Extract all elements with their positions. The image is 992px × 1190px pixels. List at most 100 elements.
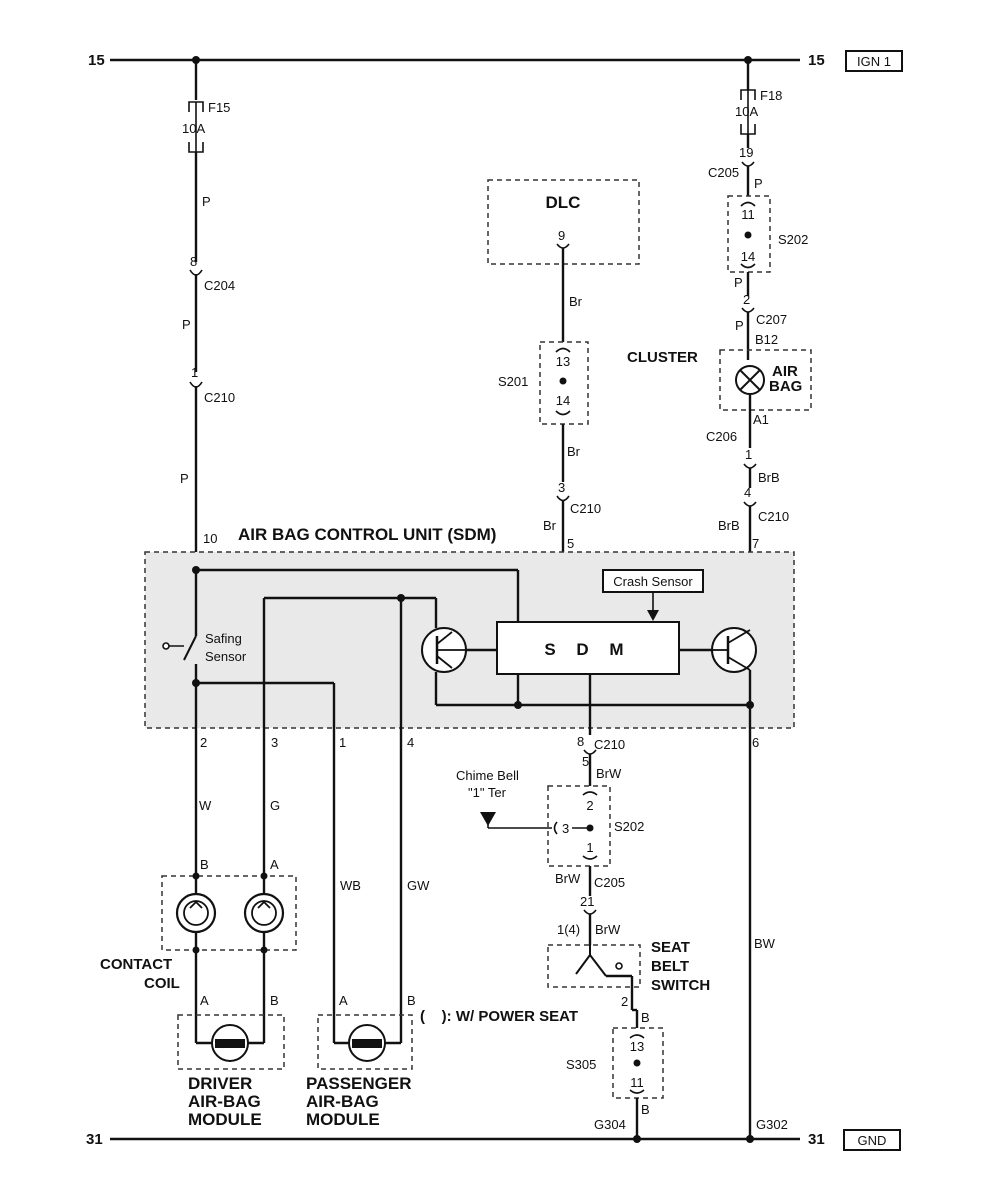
fuse-f15-name: F15 bbox=[208, 100, 230, 115]
contact-coil-pin-top-right: A bbox=[270, 857, 279, 872]
wire-color-p-1: P bbox=[202, 194, 211, 209]
wire-color-br-1: Br bbox=[569, 294, 583, 309]
s305-cup-2 bbox=[629, 1089, 645, 1094]
driver-module-line1: DRIVER bbox=[188, 1074, 252, 1093]
safing-label-line2: Sensor bbox=[205, 649, 247, 664]
passenger-module-line2: AIR-BAG bbox=[306, 1092, 379, 1111]
wire-color-brw-1: BrW bbox=[596, 766, 622, 781]
gnd-tag-label: GND bbox=[858, 1133, 887, 1148]
rail-top-left-number: 15 bbox=[88, 52, 105, 69]
seat-belt-switch-box bbox=[547, 944, 641, 988]
passenger-module-line1: PASSENGER bbox=[306, 1074, 412, 1093]
wire-color-p-3: P bbox=[180, 471, 189, 486]
seat-belt-pin-top: 1(4) bbox=[557, 922, 580, 937]
cluster-lamp-line2: BAG bbox=[769, 378, 802, 395]
rail-bottom-right-number: 31 bbox=[808, 1131, 825, 1148]
ground-g304: G304 bbox=[594, 1117, 626, 1132]
s202-top-splice-dot bbox=[744, 231, 752, 239]
passenger-airbag-icon bbox=[348, 1024, 386, 1062]
contact-coil-label-1: CONTACT bbox=[100, 956, 172, 973]
s202-bottom-box bbox=[547, 785, 611, 867]
dlc-label: DLC bbox=[546, 193, 581, 212]
c210-dlc-connector-symbol bbox=[556, 495, 570, 502]
wire-color-br-2: Br bbox=[567, 444, 581, 459]
c210-pin-5: 5 bbox=[582, 754, 589, 769]
s305-pin-1: 13 bbox=[630, 1039, 644, 1054]
s202-bottom-pin-3: 1 bbox=[586, 840, 593, 855]
wire-color-p-5: P bbox=[734, 275, 743, 290]
contact-coil-pin-bot-right: B bbox=[270, 993, 279, 1008]
sdm-pin-7: 7 bbox=[752, 536, 759, 551]
s202-top-pin-2: 14 bbox=[741, 249, 755, 264]
crash-sensor-label: Crash Sensor bbox=[613, 574, 693, 589]
sdm-junction-ground-1 bbox=[514, 701, 522, 709]
wire-color-brb-2: BrB bbox=[718, 518, 740, 533]
c210-label-bottom: C210 bbox=[594, 737, 625, 752]
s201-bottom-cup bbox=[555, 410, 571, 416]
c206-pin: 1 bbox=[745, 447, 752, 462]
rail-top-right-number: 15 bbox=[808, 52, 825, 69]
c207-label: C207 bbox=[756, 312, 787, 327]
s305-pin-2: 11 bbox=[630, 1075, 644, 1090]
crash-sensor-arrow-icon bbox=[647, 610, 659, 621]
c206-label: C206 bbox=[706, 429, 737, 444]
driver-airbag-icon bbox=[211, 1024, 249, 1062]
driver-module-line2: AIR-BAG bbox=[188, 1092, 261, 1111]
safing-label-line1: Safing bbox=[205, 631, 242, 646]
contact-coil-box bbox=[161, 875, 297, 951]
ground-g302: G302 bbox=[756, 1117, 788, 1132]
driver-module-box bbox=[177, 1014, 285, 1070]
rail-bottom-left-number: 31 bbox=[86, 1131, 103, 1148]
wire-color-b-2: B bbox=[641, 1102, 650, 1117]
c210-pin-left: 1 bbox=[191, 365, 198, 380]
c204-label: C204 bbox=[204, 278, 235, 293]
contact-coil-dot-3 bbox=[192, 946, 200, 954]
c207-pin: 2 bbox=[743, 292, 750, 307]
wire-color-b-1: B bbox=[641, 1010, 650, 1025]
gnd-tag bbox=[843, 1129, 901, 1151]
s305-splice-dot bbox=[633, 1059, 641, 1067]
s305-cup-1 bbox=[629, 1034, 645, 1039]
contact-coil-dot-4 bbox=[260, 946, 268, 954]
c205-pin-bottom: 21 bbox=[580, 894, 594, 909]
passenger-module-line3: MODULE bbox=[306, 1110, 380, 1129]
wire-color-brb-1: BrB bbox=[758, 470, 780, 485]
s305-label: S305 bbox=[566, 1057, 596, 1072]
cluster-lamp-line1: AIR bbox=[772, 363, 798, 380]
left-transistor-icon bbox=[421, 627, 467, 673]
fuse-f18-rating: 10A bbox=[735, 104, 758, 119]
c210-pin-right: 4 bbox=[744, 485, 751, 500]
sdm-core-label: S D M bbox=[544, 640, 631, 659]
ign1-tag-label: IGN 1 bbox=[857, 54, 891, 69]
sdm-pin-4: 4 bbox=[407, 735, 414, 750]
passenger-module-pin-left: A bbox=[339, 993, 348, 1008]
wire-color-br-3: Br bbox=[543, 518, 557, 533]
fuse-f15-rating: 10A bbox=[182, 121, 205, 136]
sdm-core-box bbox=[496, 621, 680, 675]
wire-color-g: G bbox=[270, 798, 280, 813]
wire-color-brw-2: BrW bbox=[555, 871, 581, 886]
s202-top-cup-1 bbox=[740, 201, 756, 207]
cluster-box bbox=[719, 349, 812, 411]
s201-pin-top: 13 bbox=[556, 354, 570, 369]
safing-sensor-switch-icon bbox=[162, 635, 197, 661]
contact-coil-right-icon bbox=[243, 892, 285, 934]
s201-top-cup bbox=[555, 347, 571, 353]
seat-belt-line2: BELT bbox=[651, 958, 689, 975]
air-bag-lamp-icon bbox=[735, 365, 765, 395]
sdm-pin-5: 5 bbox=[567, 536, 574, 551]
c205-top-connector-symbol bbox=[741, 161, 755, 167]
wire-color-bw: BW bbox=[754, 936, 776, 951]
s202-bottom-pin-1: 2 bbox=[586, 798, 593, 813]
c206-connector-symbol bbox=[743, 463, 757, 469]
wire-color-p-4: P bbox=[754, 176, 763, 191]
wire-color-brw-3: BrW bbox=[595, 922, 621, 937]
s202-bottom-cup-side bbox=[553, 821, 558, 835]
contact-coil-dot-2 bbox=[260, 872, 268, 880]
wire-color-gw: GW bbox=[407, 878, 430, 893]
ground-g304-dot bbox=[633, 1135, 641, 1143]
s202-top-cup-2 bbox=[740, 263, 756, 269]
c210-label-right: C210 bbox=[758, 509, 789, 524]
c210-label-mid: C210 bbox=[570, 501, 601, 516]
